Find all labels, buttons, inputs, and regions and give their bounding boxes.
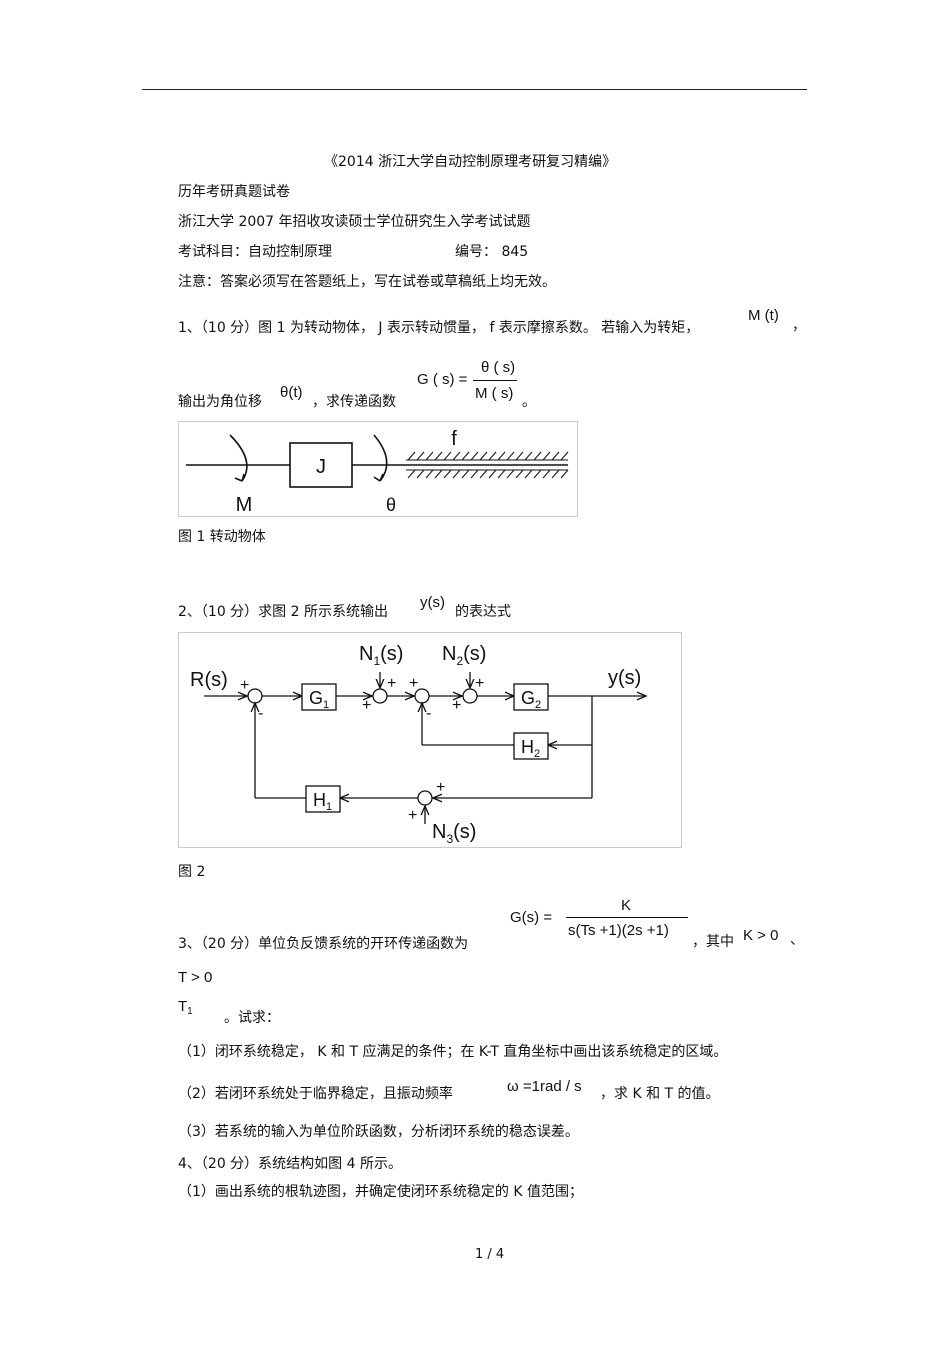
q3-text-b: ，其中	[692, 934, 734, 950]
q3-tf-lhs: G(s) =	[510, 909, 553, 926]
q3-subquestion-3: （3）若系统的输入为单位阶跃函数，分析闭环系统的稳态误差。	[178, 1124, 579, 1140]
svg-text:H1: H1	[313, 790, 332, 813]
q4-subquestion-1: （1）画出系统的根轨迹图，并确定使闭环系统稳定的 K 值范围；	[178, 1184, 583, 1200]
fig2-g2-label: G	[521, 688, 535, 708]
svg-text:N2(s): N2(s)	[442, 643, 486, 668]
fig2-g1-label: G	[309, 688, 323, 708]
fig2-sign: +	[475, 675, 484, 692]
q3-t1-symbol: T1	[178, 998, 193, 1017]
q3-cond-t: T > 0	[178, 969, 213, 986]
fig2-sign: +	[409, 675, 418, 692]
exam-heading: 浙江大学 2007 年招收攻读硕士学位研究生入学考试试题	[178, 214, 531, 230]
q3-fraction-bar	[566, 917, 688, 918]
q2-text-b: 的表达式	[455, 604, 511, 620]
q1-comma: ，	[792, 318, 806, 334]
figure-2-block-diagram: R(s) y(s) N1(s) N2(s) N3(s) G1 G2 H1 H2 …	[178, 632, 682, 848]
fig2-sign: -	[426, 705, 431, 722]
header-rule	[142, 89, 807, 90]
fig2-n2-label: N	[442, 643, 456, 665]
fig2-sign: -	[258, 705, 263, 722]
fig2-sign: +	[436, 779, 445, 796]
document-title: 《2014 浙江大学自动控制原理考研复习精编》	[324, 154, 617, 170]
fig2-output-label: y(s)	[608, 667, 641, 689]
q3-text-c: 。试求：	[224, 1010, 280, 1026]
fig2-sign: +	[240, 677, 249, 694]
q3-tf-numerator: K	[621, 897, 632, 914]
page-number: 1 / 4	[475, 1247, 505, 1262]
fig1-f-label: f	[451, 428, 457, 450]
fig1-m-label: M	[236, 494, 253, 516]
fig2-h1-label: H	[313, 790, 326, 810]
exam-code: 编号： 845	[455, 244, 529, 260]
exam-notice: 注意：答案必须写在答题纸上，写在试卷或草稿纸上均无效。	[178, 274, 556, 290]
fig2-sign: +	[387, 675, 396, 692]
q1-tf-numerator: θ ( s)	[481, 359, 516, 376]
fig2-sign: +	[362, 697, 371, 714]
svg-text:G1: G1	[309, 688, 329, 711]
q1-output-symbol: θ(t)	[280, 384, 303, 401]
q1-text-a: 1、（10 分）图 1 为转动物体， J 表示转动惯量， f 表示摩擦系数。 若…	[178, 320, 700, 336]
section-heading: 历年考研真题试卷	[178, 184, 290, 200]
q1-text-d: 。	[522, 394, 536, 410]
fig2-n1-label: N	[359, 643, 373, 665]
figure-1-rotating-body: J M θ f	[178, 421, 578, 517]
q3-subquestion-1: （1）闭环系统稳定， K 和 T 应满足的条件；在 K-T 直角坐标中画出该系统…	[178, 1044, 728, 1060]
fig2-input-label: R(s)	[190, 669, 228, 691]
fig1-theta-label: θ	[386, 495, 396, 515]
figure-2-caption: 图 2	[178, 864, 206, 880]
q1-input-symbol: M (t)	[748, 307, 779, 324]
exam-subject: 考试科目：自动控制原理	[178, 244, 332, 260]
q4-text-a: 4、（20 分）系统结构如图 4 所示。	[178, 1156, 402, 1172]
q1-tf-denominator: M ( s)	[475, 385, 514, 402]
fig2-sign: +	[452, 697, 461, 714]
q3-subquestion-2a: （2）若闭环系统处于临界稳定，且振动频率	[178, 1086, 453, 1102]
q1-fraction-bar	[473, 380, 517, 381]
q3-subquestion-2b: ，求 K 和 T 的值。	[600, 1086, 720, 1102]
svg-text:H2: H2	[521, 737, 540, 760]
fig2-h2-label: H	[521, 737, 534, 757]
figure-1-caption: 图 1 转动物体	[178, 529, 266, 545]
q3-tf-denominator: s(Ts +1)(2s +1)	[568, 922, 669, 939]
q3-omega: ω =1rad / s	[507, 1078, 582, 1095]
q1-text-c: ，求传递函数	[312, 394, 396, 410]
q3-text-a: 3、（20 分）单位负反馈系统的开环传递函数为	[178, 936, 469, 952]
fig2-n3-label: N	[432, 821, 446, 843]
q3-separator: 、	[790, 932, 804, 948]
q2-output-symbol: y(s)	[420, 594, 445, 611]
q1-tf-lhs: G ( s) =	[417, 371, 468, 388]
fig2-sign: +	[408, 807, 417, 824]
q1-text-b: 输出为角位移	[178, 394, 262, 410]
svg-text:N3(s): N3(s)	[432, 821, 476, 846]
fig1-j-label: J	[316, 456, 326, 478]
q3-cond-k: K > 0	[743, 927, 779, 944]
svg-text:G2: G2	[521, 688, 541, 711]
q2-text-a: 2、（10 分）求图 2 所示系统输出	[178, 604, 388, 620]
svg-text:N1(s): N1(s)	[359, 643, 403, 668]
